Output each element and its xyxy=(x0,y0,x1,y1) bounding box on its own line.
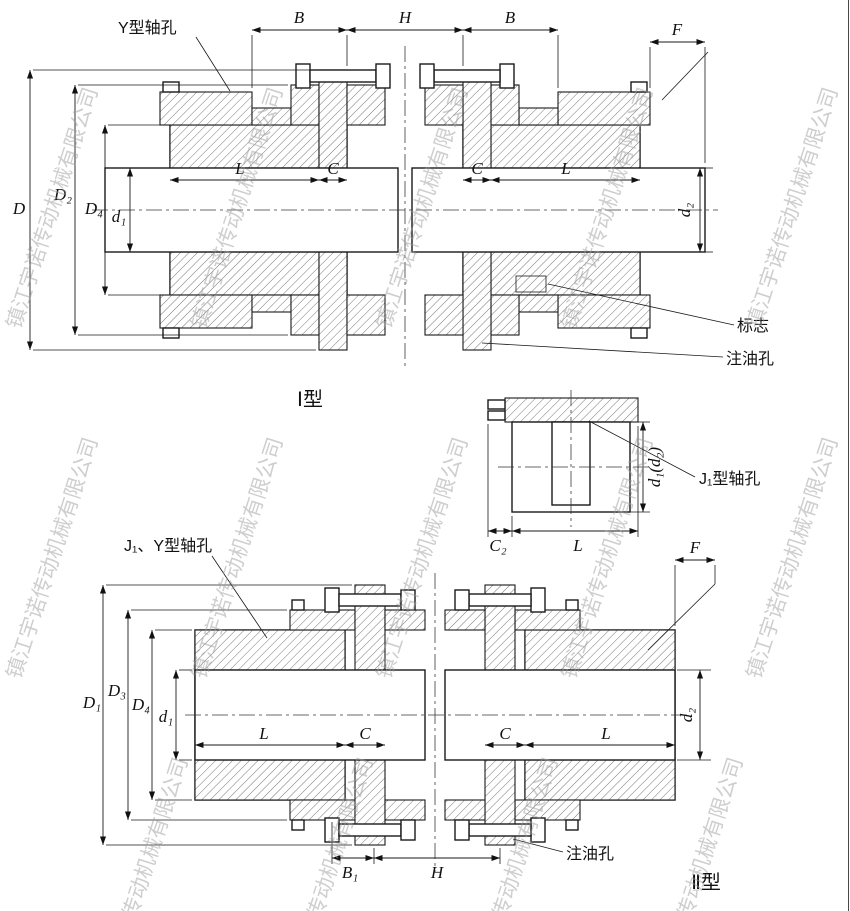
label-oil-hole-2: 注油孔 xyxy=(566,845,614,863)
right-flange-bolt xyxy=(419,63,515,89)
view1-title: Ⅰ型 xyxy=(297,388,323,411)
dim-label-h: H xyxy=(398,8,413,27)
dim-label-l-left: L xyxy=(234,159,244,178)
dim-label-d1-bore: d₁ xyxy=(112,207,126,226)
left-shaft-bore-2 xyxy=(194,669,426,761)
dim-label-d1-bore-2: d₁ xyxy=(159,707,173,726)
mark-plate xyxy=(515,275,547,293)
dim-label-f-2: F xyxy=(689,538,701,557)
dim-label-b-left: B xyxy=(294,8,305,27)
watermark-text: 镇江宇诺传动机械有限公司 xyxy=(93,755,193,911)
dim-label-d2-bore-2: d₂ xyxy=(677,708,696,723)
dim-label-d1-cap: D₁ xyxy=(82,693,101,712)
dim-label-d3-cap: D₃ xyxy=(107,681,126,700)
dim-label-b1: B₁ xyxy=(342,863,358,882)
dim-label-l-left-2: L xyxy=(258,724,268,743)
dim-label-d-major: D xyxy=(12,199,26,218)
watermark-text: 镇江宇诺传动机械有限公司 xyxy=(3,435,103,682)
j1-centerlines xyxy=(498,390,652,527)
dim-label-c-left-2: C xyxy=(359,724,371,743)
dim-label-f: F xyxy=(671,20,683,39)
label-y-shaft-hole: Y型轴孔 xyxy=(118,19,177,37)
top-left-bolt xyxy=(324,587,416,613)
j1-dimensions: d₁(d₂) C₂ L xyxy=(487,421,664,555)
view2-title: Ⅱ型 xyxy=(691,871,721,894)
view-j1-detail: d₁(d₂) C₂ L J₁型轴孔 xyxy=(487,390,760,555)
dim-label-d2-bore: d₂ xyxy=(675,203,694,218)
bottom-right-bolt xyxy=(454,817,546,843)
dim-label-c2: C₂ xyxy=(489,536,506,555)
type1-centerlines xyxy=(92,46,718,370)
dim-label-d4-cap: D₄ xyxy=(84,199,103,218)
j1-leaders: J₁型轴孔 xyxy=(588,420,760,488)
type2-centerlines xyxy=(185,573,692,872)
type2-dimensions: D₁ D₃ D₄ d₁ d₂ L C C L xyxy=(82,538,716,882)
dim-label-h-2: H xyxy=(430,863,445,882)
dim-label-b-right: B xyxy=(505,8,516,27)
label-oil-hole-1: 注油孔 xyxy=(726,350,774,368)
j1-sleeve-cap xyxy=(504,397,639,423)
dim-label-l-right: L xyxy=(560,159,570,178)
watermark-text: 镇江宇诺传动机械有限公司 xyxy=(743,85,843,332)
dim-label-d1d2: d₁(d₂) xyxy=(645,447,664,487)
dim-label-c-right: C xyxy=(471,159,483,178)
dim-label-j1-l: L xyxy=(572,536,582,555)
dim-label-d2-cap: D₂ xyxy=(53,185,72,204)
type1-leaders: Y型轴孔 标志 注油孔 Ⅰ型 xyxy=(118,19,774,411)
type2-leaders: J₁、Y型轴孔 注油孔 Ⅱ型 xyxy=(124,537,721,894)
dim-label-l-right-2: L xyxy=(600,724,610,743)
dim-label-c-right-2: C xyxy=(499,724,511,743)
dim-label-c-left: C xyxy=(327,159,339,178)
top-right-bolt xyxy=(454,587,546,613)
right-shaft-bore-2 xyxy=(444,669,676,761)
label-j1y-shaft-hole: J₁、Y型轴孔 xyxy=(124,537,212,555)
label-mark: 标志 xyxy=(737,317,769,335)
view-type-2: D₁ D₃ D₄ d₁ d₂ L C C L xyxy=(82,537,721,894)
label-j1-shaft-hole: J₁型轴孔 xyxy=(699,470,760,488)
view-type-1: B H B F D D₂ D₄ d₁ xyxy=(12,8,774,411)
type1-dimensions: B H B F D D₂ D₄ d₁ xyxy=(12,8,713,351)
dim-label-d4-cap-2: D₄ xyxy=(131,695,150,714)
